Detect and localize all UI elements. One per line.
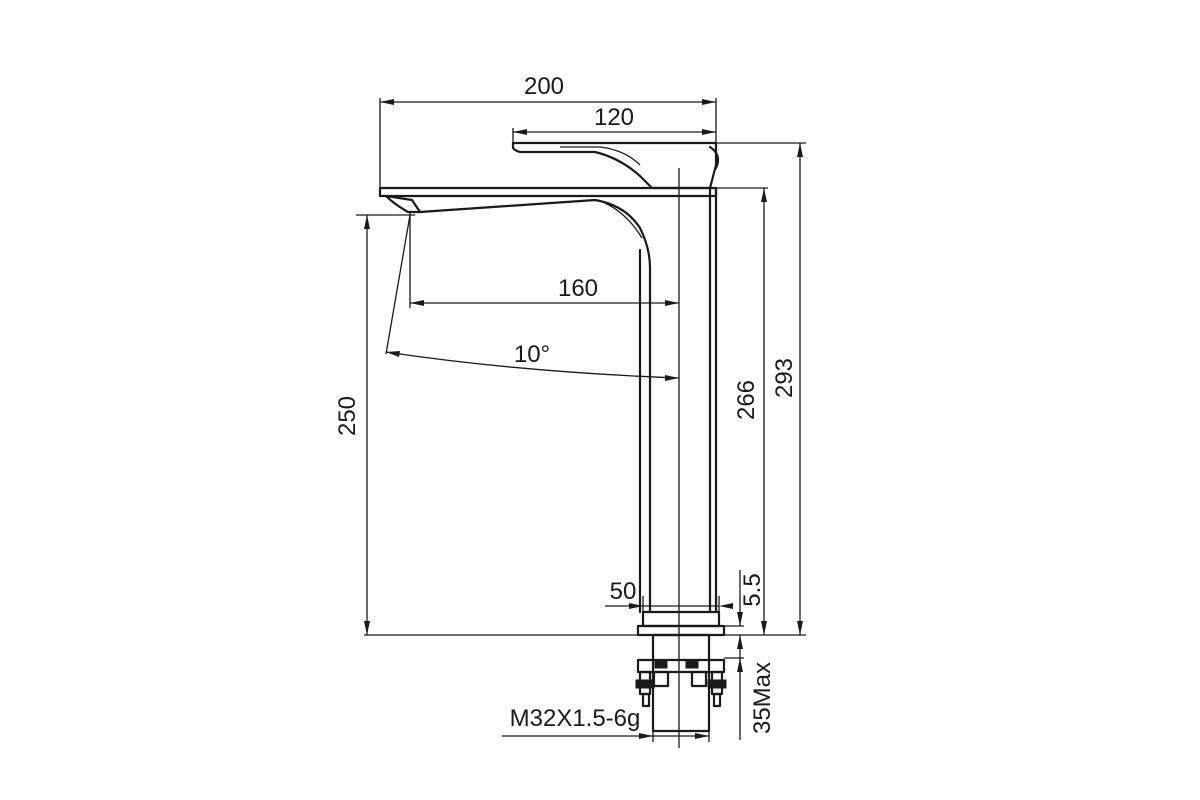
lever-handle (511, 141, 718, 190)
mounting-shank (651, 633, 711, 733)
dim-label-body-height: 266 (733, 380, 760, 420)
dim-label-base-thickness: 5.5 (739, 573, 766, 606)
fixing-plate (636, 658, 726, 674)
dim-label-handle-length: 120 (594, 104, 634, 131)
dim-spout-height: 250 (334, 214, 645, 636)
spout-neck (418, 198, 652, 614)
dim-handle-length: 120 (512, 104, 716, 146)
dim-label-thread-spec: M32X1.5-6g (510, 705, 641, 732)
dim-label-spout-height: 250 (334, 396, 361, 436)
dim-base-thickness: 5.5 (724, 570, 766, 660)
dim-label-spout-angle: 10° (514, 341, 550, 368)
base-ring (636, 624, 726, 637)
spout-body (378, 186, 718, 198)
dim-label-max-counter-thickness: 35Max (749, 662, 776, 734)
dim-spout-reach: 160 (409, 212, 679, 308)
dim-base-diameter: 50 (605, 578, 733, 612)
fixing-bolts (635, 670, 727, 708)
dim-body-height: 266 (716, 187, 768, 636)
dim-overall-height: 293 (716, 142, 806, 636)
dim-thread-spec: M32X1.5-6g (502, 705, 710, 742)
dim-label-spout-reach: 160 (558, 275, 598, 302)
dim-label-base-diameter: 50 (610, 578, 637, 605)
base-flange (641, 610, 721, 628)
dim-max-counter-thickness: 35Max (724, 657, 776, 740)
dim-label-overall-length: 200 (524, 73, 564, 100)
dim-overall-length: 200 (379, 73, 717, 192)
dim-label-overall-height: 293 (771, 358, 798, 398)
dim-spout-angle: 10° (385, 214, 680, 381)
faucet-outline (378, 141, 727, 733)
